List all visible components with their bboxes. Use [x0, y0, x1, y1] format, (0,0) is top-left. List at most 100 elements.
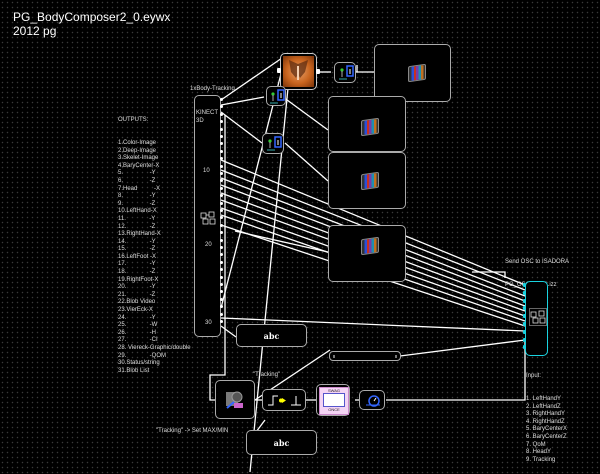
output-port[interactable]: [220, 149, 223, 153]
input-port[interactable]: [523, 290, 526, 295]
output-item: 2.Deep-Image: [118, 147, 157, 154]
output-port[interactable]: [220, 209, 223, 212]
stopwatch-icon: [366, 395, 380, 407]
input-port[interactable]: [523, 329, 526, 334]
output-port[interactable]: [220, 223, 223, 227]
tracking-minmax-label: "Tracking" -> Set MAX/MIN: [156, 428, 229, 434]
output-item: 8. -Y: [118, 193, 156, 200]
image-node[interactable]: [280, 53, 317, 90]
input-port[interactable]: [523, 283, 526, 287]
output-port[interactable]: [220, 201, 223, 205]
outputs-heading: OUTPUTS:: [118, 117, 149, 124]
input-port[interactable]: [523, 345, 526, 350]
output-port[interactable]: [220, 238, 223, 242]
value-slider[interactable]: [329, 351, 401, 361]
input-port[interactable]: [523, 337, 526, 342]
file-name: PG_BodyComposer2_0.eywx: [13, 10, 171, 24]
input-port[interactable]: [523, 322, 526, 326]
input-item: 1. LeftHandY: [526, 395, 562, 402]
inputs-heading: Input:: [526, 373, 542, 380]
wire: [234, 230, 329, 253]
tv-color-bars-icon: [361, 117, 379, 137]
output-port[interactable]: [220, 283, 223, 286]
tracking-node-label: 1xBody-Tracking: [190, 86, 235, 92]
timer-node[interactable]: [359, 390, 385, 410]
input-port[interactable]: [523, 306, 526, 311]
wire: [282, 96, 329, 131]
output-port[interactable]: [220, 260, 223, 264]
output-port[interactable]: [220, 290, 223, 294]
input-port[interactable]: [523, 314, 526, 319]
wire: [399, 339, 526, 357]
input-item: 6. BaryCenterZ: [526, 433, 567, 440]
output-port[interactable]: [220, 320, 223, 323]
output-port[interactable]: [220, 268, 223, 272]
document-title: PG_BodyComposer2_0.eywx 2012 pg: [13, 10, 170, 38]
edge-trigger-icon: [268, 395, 301, 406]
output-port[interactable]: [220, 179, 223, 183]
input-item: 3. RightHandY: [526, 411, 566, 418]
butterfly-image-icon: [283, 56, 314, 87]
output-port[interactable]: [220, 297, 223, 301]
output-port[interactable]: [220, 105, 223, 109]
graph-boxes-icon: [200, 210, 216, 226]
swag-once-node[interactable]: SWAG ONCE: [316, 384, 350, 416]
output-port[interactable]: [220, 120, 223, 124]
skeleton-selector-node[interactable]: [262, 133, 284, 154]
wire: [220, 57, 283, 101]
wire: [220, 325, 237, 338]
video-viewer-node[interactable]: [328, 152, 406, 209]
slider-handle[interactable]: [395, 355, 397, 358]
output-port[interactable]: [220, 172, 223, 175]
output-item: 26. -H: [118, 329, 157, 336]
tv-color-bars-icon: [408, 63, 426, 83]
output-item: 25. -W: [118, 322, 158, 329]
output-port[interactable]: [220, 142, 223, 146]
osc-sender-node[interactable]: [525, 281, 548, 356]
output-port[interactable]: [220, 112, 223, 116]
output-port[interactable]: [220, 164, 223, 168]
edge-trigger-node[interactable]: [262, 389, 306, 411]
port[interactable]: [277, 68, 281, 73]
output-port[interactable]: [220, 127, 223, 131]
output-port[interactable]: [220, 186, 223, 190]
output-item: 30.Status/string: [118, 360, 160, 367]
video-viewer-node[interactable]: [374, 44, 451, 102]
text-display[interactable]: abc: [246, 430, 317, 455]
wire: [209, 115, 226, 401]
output-item: 31.Blob List: [118, 367, 150, 374]
output-port[interactable]: [220, 231, 223, 235]
input-port[interactable]: [523, 298, 526, 303]
output-port[interactable]: [220, 275, 223, 279]
video-viewer-node[interactable]: [328, 225, 406, 282]
output-port[interactable]: [220, 246, 223, 249]
slider-handle[interactable]: [333, 355, 335, 358]
output-port[interactable]: [220, 157, 223, 161]
string-compare-node[interactable]: [215, 380, 255, 419]
skeleton-selector-node[interactable]: [334, 62, 356, 83]
output-port[interactable]: [220, 135, 223, 138]
output-port[interactable]: [220, 216, 223, 220]
output-item: 10.LeftHand-X: [118, 208, 157, 215]
output-item: 7.Head -X: [118, 185, 161, 192]
port[interactable]: [316, 69, 320, 74]
output-port[interactable]: [220, 194, 223, 198]
input-item: 8. HeadY: [526, 449, 552, 456]
output-item: 11. -Y: [118, 215, 156, 222]
swag-bottom-label: ONCE: [328, 407, 340, 412]
output-port[interactable]: [220, 305, 223, 309]
video-viewer-node[interactable]: [328, 96, 406, 152]
output-port[interactable]: [220, 253, 223, 257]
input-item: 9. Tracking: [526, 456, 556, 463]
output-item: 17. -Y: [118, 261, 156, 268]
skeleton-selector-node[interactable]: [266, 86, 286, 106]
wire: [220, 159, 526, 286]
device-label: KINECT 3D: [196, 110, 218, 124]
text-display[interactable]: abc: [236, 324, 307, 347]
output-port[interactable]: [220, 98, 223, 101]
output-port[interactable]: [220, 312, 223, 316]
output-item: 3.Skelet-Image: [118, 155, 159, 162]
body-tracking-node[interactable]: KINECT 3D 10 20 30: [194, 95, 221, 337]
tick-30: 30: [205, 320, 212, 326]
